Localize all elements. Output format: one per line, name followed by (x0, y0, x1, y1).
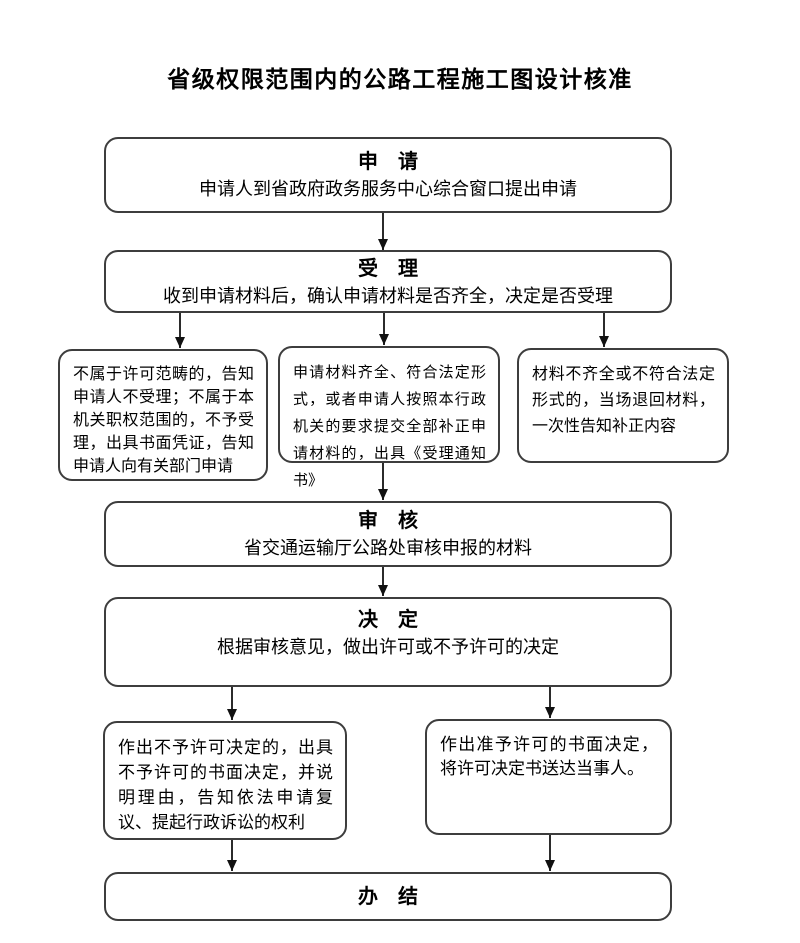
accept-heading: 受 理 (358, 257, 418, 280)
decision-heading: 决 定 (358, 609, 418, 631)
connector-arrow-decision-deny (231, 687, 233, 720)
flow-node-decision: 决 定 根据审核意见，做出许可或不予许可的决定 (104, 597, 672, 687)
page-title: 省级权限范围内的公路工程施工图设计核准 (167, 67, 633, 92)
flow-node-review: 审 核 省交通运输厅公路处审核申报的材料 (104, 501, 672, 567)
apply-heading: 申 请 (358, 151, 418, 173)
flow-node-grant: 作出准予许可的书面决定，将许可决定书送达当事人。 (425, 719, 672, 835)
flow-node-accept-notice: 申请材料齐全、符合法定形式，或者申请人按照本行政机关的要求提交全部补正申请材料的… (278, 346, 500, 489)
connector-arrow-accept-return (603, 313, 605, 347)
return-materials-body: 材料不齐全或不符合法定形式的，当场退回材料，一次性告知补正内容 (532, 366, 715, 435)
connector-arrow-accept-reject (179, 313, 181, 348)
flow-node-apply: 申 请 申请人到省政府政务服务中心综合窗口提出申请 (104, 137, 672, 213)
review-heading: 审 核 (358, 510, 418, 532)
connector-arrow-review-decision (382, 567, 384, 596)
flow-node-reject-scope: 不属于许可范畴的，告知申请人不受理；不属于本机关职权范围的，不予受理，出具书面凭… (58, 349, 268, 481)
flow-node-accept: 受 理 收到申请材料后，确认申请材料是否齐全，决定是否受理 (104, 250, 672, 313)
flow-node-return-materials: 材料不齐全或不符合法定形式的，当场退回材料，一次性告知补正内容 (517, 348, 729, 463)
decision-body: 根据审核意见，做出许可或不予许可的决定 (217, 637, 559, 657)
accept-body: 收到申请材料后，确认申请材料是否齐全，决定是否受理 (163, 285, 613, 306)
connector-arrow-deny-complete (231, 840, 233, 871)
connector-arrow-accept-notice (383, 313, 385, 345)
connector-arrow-grant-complete (549, 835, 551, 871)
flow-node-deny: 作出不予许可决定的，出具不予许可的书面决定，并说明理由，告知依法申请复议、提起行… (103, 721, 347, 840)
grant-body: 作出准予许可的书面决定，将许可决定书送达当事人。 (440, 735, 658, 778)
reject-scope-body: 不属于许可范畴的，告知申请人不受理；不属于本机关职权范围的，不予受理，出具书面凭… (73, 366, 254, 475)
review-body: 省交通运输厅公路处审核申报的材料 (244, 538, 532, 558)
connector-arrow-apply-accept (382, 213, 384, 250)
connector-arrow-decision-grant (549, 687, 551, 718)
deny-body: 作出不予许可决定的，出具不予许可的书面决定，并说明理由，告知依法申请复议、提起行… (118, 738, 333, 832)
connector-arrow-notice-review (382, 463, 384, 500)
flow-node-complete: 办 结 (104, 872, 672, 921)
apply-body: 申请人到省政府政务服务中心综合窗口提出申请 (199, 179, 577, 199)
accept-notice-body: 申请材料齐全、符合法定形式，或者申请人按照本行政机关的要求提交全部补正申请材料的… (293, 365, 486, 489)
complete-heading: 办 结 (358, 885, 418, 908)
